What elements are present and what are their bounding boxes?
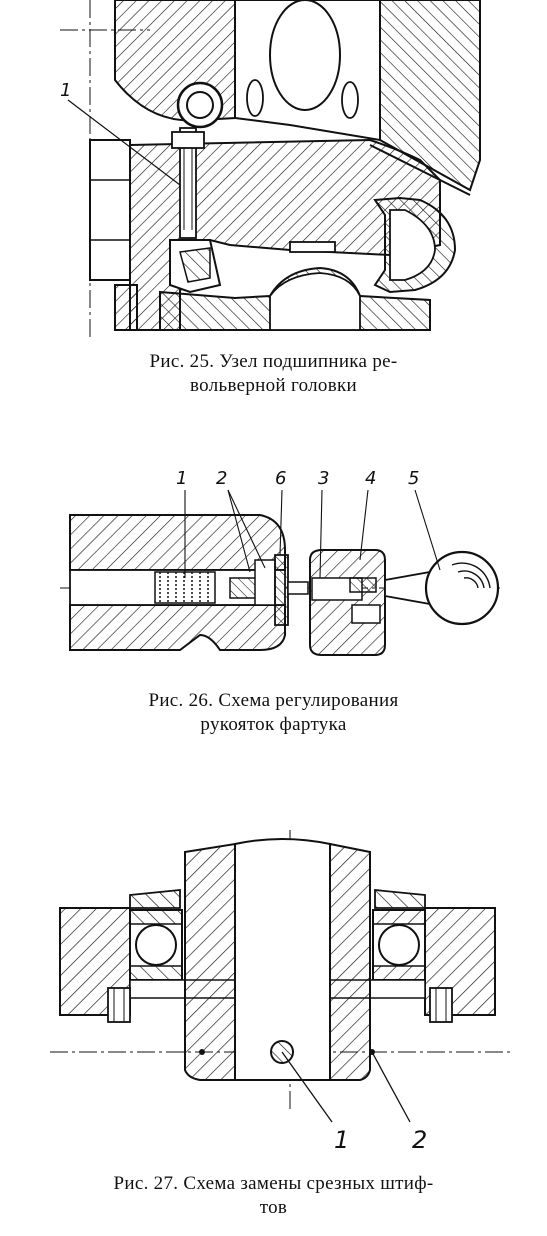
callout-label: 2 bbox=[412, 1126, 427, 1154]
bearing-assembly-drawing: 1 bbox=[60, 0, 481, 340]
callout-label: 5 bbox=[408, 468, 419, 489]
callout-label: 1 bbox=[334, 1126, 349, 1154]
figure-26-drawing: 1 2 6 3 4 5 bbox=[60, 460, 500, 670]
callout-label: 1 bbox=[60, 80, 71, 101]
callout-label: 6 bbox=[275, 468, 286, 489]
figure-27-caption-line-2: тов bbox=[259, 1197, 288, 1218]
figure-26-caption-line-1: Рис. 26. Схема регулирования bbox=[148, 690, 399, 711]
callout-label: 4 bbox=[365, 468, 376, 489]
apron-handle-adjustment-drawing: 1 2 6 3 4 5 bbox=[60, 468, 500, 656]
shear-pin-replacement-drawing: 1 2 bbox=[50, 830, 510, 1154]
figure-27-caption-line-1: Рис. 27. Схема замены срезных штиф- bbox=[113, 1173, 434, 1194]
figure-26-caption-line-2: рукояток фартука bbox=[200, 714, 347, 735]
figure-27-drawing: 1 2 bbox=[50, 830, 510, 1170]
figure-25-caption-line-1: Рис. 25. Узел подшипника ре- bbox=[149, 351, 398, 372]
figure-25-drawing: 1 bbox=[60, 0, 490, 340]
callout-label: 1 bbox=[176, 468, 187, 489]
figure-25-caption-line-2: вольверной головки bbox=[190, 375, 357, 396]
callout-label: 2 bbox=[216, 468, 227, 489]
callout-label: 3 bbox=[318, 468, 329, 489]
